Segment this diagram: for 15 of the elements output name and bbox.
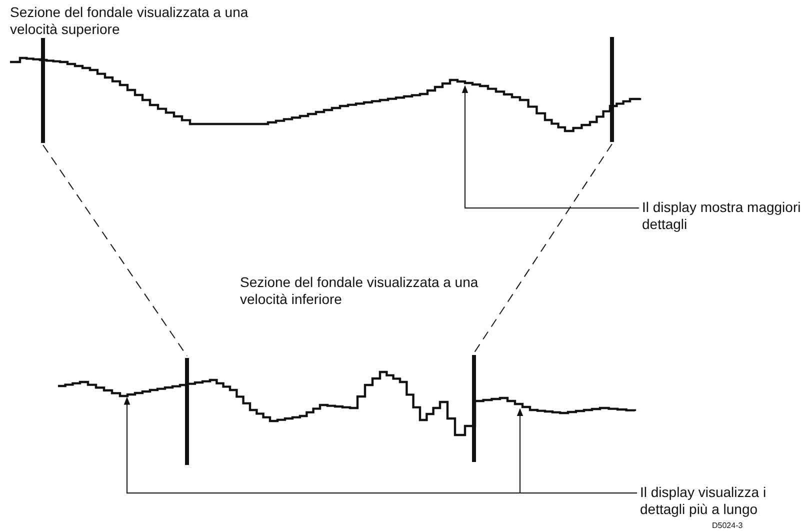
seabed-profile [58,370,636,436]
section-marker [610,37,614,142]
seabed-profile [10,56,642,132]
callout-text: Il display mostra maggiori dettagli [642,199,802,233]
figure-code: D5024-3 [712,521,744,531]
leader-arrow [516,408,638,494]
section-marker [472,355,476,462]
section-marker [41,38,45,143]
section-caption: Sezione del fondale visualizzata a una velocità superiore [10,4,250,38]
leader-arrow [462,85,640,208]
dashed-line [42,144,188,356]
callout-text: Il display visualizza i dettagli più a lungo [640,484,808,518]
dashed-line [474,144,612,354]
section-marker [185,358,189,465]
section-caption: Sezione del fondale visualizzata a una velocità inferiore [240,274,480,308]
